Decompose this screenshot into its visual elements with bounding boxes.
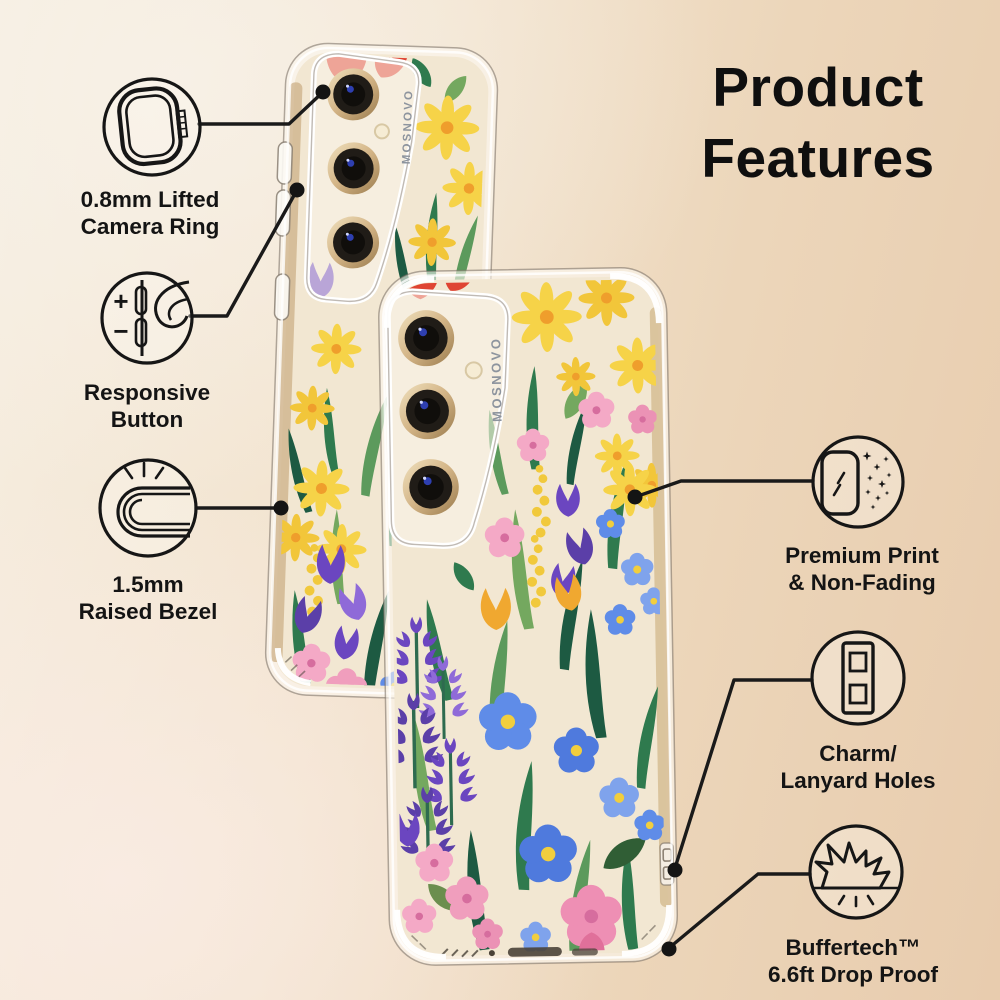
page-title-line1: Product — [712, 56, 924, 118]
label-premium-print: Premium Print & Non-Fading — [785, 543, 939, 595]
label-lifted-camera-ring: 0.8mm Lifted Camera Ring — [80, 187, 220, 239]
premium-print-icon — [820, 450, 892, 516]
camera-flash — [464, 361, 483, 380]
impact-marks — [837, 894, 875, 908]
raised-bezel-icon — [116, 461, 190, 538]
phone-frame-edge — [269, 82, 303, 663]
leader-responsive-button — [188, 188, 299, 318]
phone-frame-edge — [649, 307, 673, 908]
camera-lens — [327, 216, 380, 269]
drop-proof-icon — [812, 841, 900, 908]
label-lanyard-holes: Charm/ Lanyard Holes — [780, 741, 936, 793]
corner-bumper — [383, 272, 673, 960]
label-responsive-button: Responsive Button — [83, 380, 211, 432]
camera-lens — [398, 310, 455, 367]
case-brand-text: MOSNOVO — [488, 336, 504, 422]
camera-lens — [402, 459, 459, 516]
phone-case-front: MOSNOVO — [378, 267, 679, 966]
label-raised-bezel: 1.5mm Raised Bezel — [78, 572, 218, 624]
impact-burst-icon — [814, 841, 891, 890]
minus-glyph: − — [113, 316, 128, 346]
leader-dots — [273, 84, 683, 957]
corner-bumper — [274, 647, 312, 687]
responsive-button-icon: + − — [113, 280, 190, 356]
page-title: Product Features — [701, 52, 934, 194]
camera-lens — [327, 142, 380, 195]
camera-module: MOSNOVO — [303, 50, 422, 305]
shine-ticks — [123, 461, 165, 480]
leader-drop-proof — [667, 872, 812, 950]
case-brand-text: MOSNOVO — [401, 89, 416, 165]
camera-lens — [399, 383, 456, 440]
leader-premium-print — [633, 479, 815, 499]
page-title-line2: Features — [701, 127, 935, 189]
lanyard-holes-icon — [841, 641, 875, 715]
label-drop-proof: Buffertech™ 6.6ft Drop Proof — [767, 935, 939, 987]
camera-flash — [373, 123, 390, 140]
camera-lens — [327, 68, 380, 121]
leader-lanyard — [673, 678, 814, 870]
leader-lines — [188, 90, 815, 950]
leader-camera-ring — [197, 90, 325, 126]
plus-glyph: + — [113, 286, 128, 316]
corner-grip-texture — [284, 655, 306, 678]
camera-ring-icon — [117, 86, 189, 167]
finger-press-icon — [154, 280, 190, 329]
bottom-ports — [441, 946, 598, 958]
corner-grip-texture — [411, 924, 657, 950]
